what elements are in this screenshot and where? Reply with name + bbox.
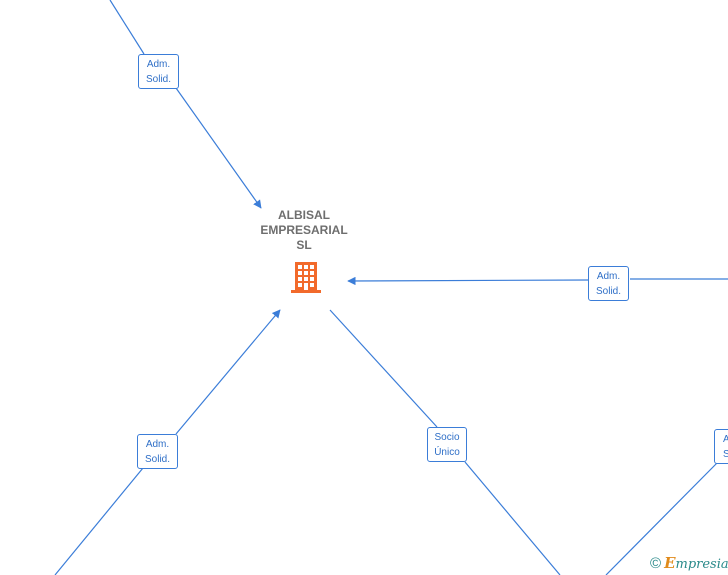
edge-bottom-left-upper [175, 309, 281, 435]
relation-label-line: A [723, 434, 728, 445]
copyright-symbol: © [650, 555, 662, 572]
relation-label-line: Adm. [146, 59, 171, 70]
relation-label-bottom-right[interactable]: A S [714, 429, 728, 464]
brand-logo-letter: E [664, 554, 676, 572]
company-name-line: EMPRESARIAL [260, 223, 348, 237]
relation-label-right[interactable]: Adm. Solid. [588, 266, 629, 301]
company-name-line: SL [296, 238, 312, 252]
relation-label-line: Solid. [145, 74, 171, 85]
relation-label-line: Único [434, 447, 460, 458]
edge-bottom-center-lower [464, 461, 561, 575]
relation-label-bottom-left[interactable]: Adm. Solid. [137, 434, 178, 469]
edge-bottom-left-lower [54, 467, 144, 575]
relation-label-line: Adm. [596, 271, 621, 282]
brand-name: mpresia [675, 557, 728, 572]
edge-top-left-lower [175, 87, 262, 209]
edge-right-inner [347, 276, 589, 286]
relation-label-bottom-center[interactable]: Socio Único [427, 427, 467, 462]
brand-watermark: ©Empresia [650, 554, 728, 574]
building-icon[interactable] [289, 260, 323, 294]
relation-label-line: Solid. [144, 454, 170, 465]
company-name[interactable]: ALBISAL EMPRESARIAL SL [244, 208, 364, 253]
edge-bottom-center-upper [329, 309, 438, 428]
edge-bottom-right [605, 461, 719, 575]
relation-label-top-left[interactable]: Adm. Solid. [138, 54, 179, 89]
company-name-line: ALBISAL [278, 208, 330, 222]
relation-label-line: Socio [434, 432, 460, 443]
relation-label-line: Adm. [145, 439, 170, 450]
relation-label-line: S [723, 449, 728, 460]
edge-top-left-upper [109, 0, 145, 55]
relation-label-line: Solid. [595, 286, 621, 297]
